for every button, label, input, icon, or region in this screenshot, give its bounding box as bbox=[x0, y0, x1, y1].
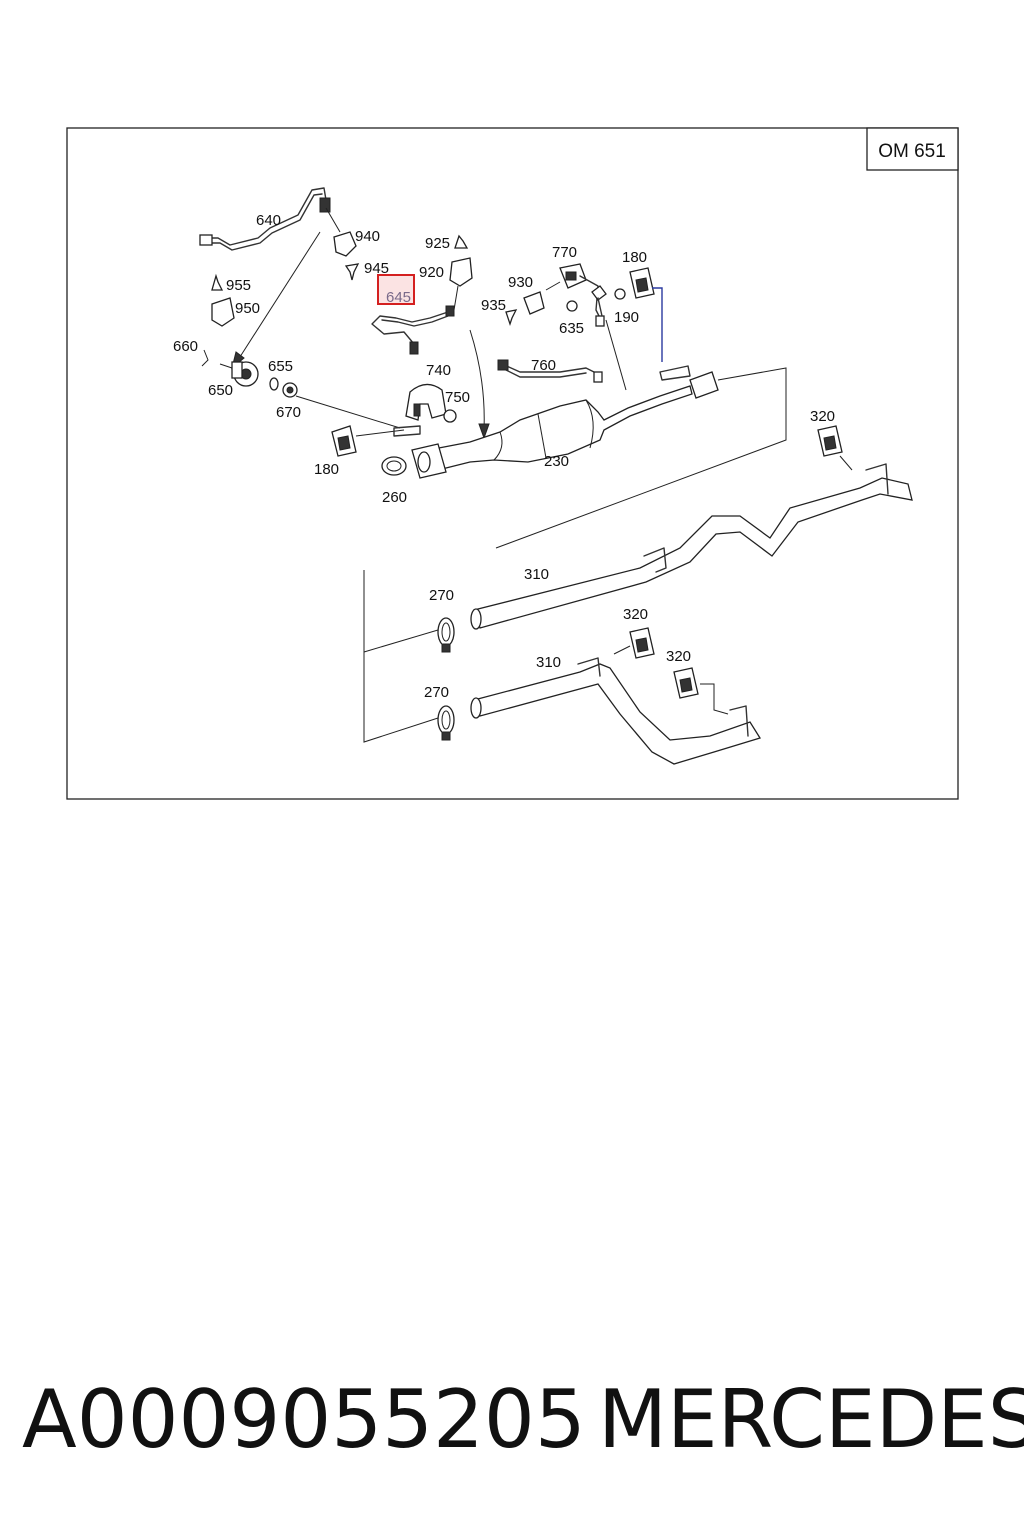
rubber-mount-320-middle bbox=[629, 627, 655, 659]
callout-180-left: 180 bbox=[314, 461, 339, 478]
callout-645: 645 bbox=[386, 289, 411, 306]
engine-label: OM 651 bbox=[878, 141, 946, 162]
callout-190: 190 bbox=[614, 309, 639, 326]
screw-925 bbox=[454, 234, 469, 249]
screw-945 bbox=[344, 263, 360, 281]
ring-655 bbox=[269, 377, 279, 391]
engine-label-box: OM 651 bbox=[866, 127, 959, 171]
clip-660 bbox=[201, 349, 209, 367]
sensor-line-760 bbox=[497, 359, 603, 383]
clamp-270-lower bbox=[437, 705, 455, 741]
callout-760: 760 bbox=[531, 357, 556, 374]
callout-320-right: 320 bbox=[810, 408, 835, 425]
sensor-650 bbox=[219, 361, 259, 387]
bracket-920 bbox=[449, 257, 473, 287]
callout-750: 750 bbox=[445, 389, 470, 406]
clamp-260 bbox=[381, 456, 407, 476]
bracket-740 bbox=[405, 383, 447, 421]
bolt-190 bbox=[591, 285, 626, 317]
highlighted-callout-645[interactable]: 645 bbox=[377, 274, 415, 306]
screw-935 bbox=[505, 309, 518, 327]
sensor-770 bbox=[545, 263, 605, 327]
callout-670: 670 bbox=[276, 404, 301, 421]
callout-650: 650 bbox=[208, 382, 233, 399]
pressure-sensor-940 bbox=[325, 207, 357, 257]
part-number: A0009055205 bbox=[22, 1373, 586, 1466]
rubber-mount-180-left bbox=[331, 425, 357, 457]
sensor-line-645 bbox=[371, 305, 455, 355]
callout-770: 770 bbox=[552, 244, 577, 261]
callout-635: 635 bbox=[559, 320, 584, 337]
callout-270-upper: 270 bbox=[429, 587, 454, 604]
callout-930: 930 bbox=[508, 274, 533, 291]
callout-950: 950 bbox=[235, 300, 260, 317]
screw-955 bbox=[211, 273, 224, 291]
callout-660: 660 bbox=[173, 338, 198, 355]
sensor-line-640 bbox=[199, 187, 331, 251]
callout-940: 940 bbox=[355, 228, 380, 245]
tailpipe-310-upper bbox=[470, 463, 913, 630]
bracket-950 bbox=[211, 297, 235, 327]
brand-name: MERCEDES bbox=[598, 1373, 1024, 1466]
nut-750 bbox=[443, 409, 457, 423]
callout-320-middle: 320 bbox=[623, 606, 648, 623]
rubber-mount-320-lower bbox=[673, 667, 699, 699]
dpf-assembly-230 bbox=[411, 365, 719, 479]
callout-920: 920 bbox=[419, 264, 444, 281]
callout-180-top: 180 bbox=[622, 249, 647, 266]
clamp-270-upper bbox=[437, 617, 455, 653]
tailpipe-310-lower bbox=[470, 657, 762, 765]
callout-310-lower: 310 bbox=[536, 654, 561, 671]
callout-310-upper: 310 bbox=[524, 566, 549, 583]
callout-945: 945 bbox=[364, 260, 389, 277]
rubber-mount-180-right bbox=[629, 267, 655, 299]
callout-640: 640 bbox=[256, 212, 281, 229]
diagram-frame bbox=[66, 127, 959, 800]
callout-955: 955 bbox=[226, 277, 251, 294]
callout-270-lower: 270 bbox=[424, 684, 449, 701]
callout-740: 740 bbox=[426, 362, 451, 379]
ring-635 bbox=[566, 300, 578, 312]
callout-320-lower: 320 bbox=[666, 648, 691, 665]
callout-935: 935 bbox=[481, 297, 506, 314]
rubber-mount-320-right bbox=[817, 425, 843, 457]
callout-655: 655 bbox=[268, 358, 293, 375]
callout-925: 925 bbox=[425, 235, 450, 252]
callout-260: 260 bbox=[382, 489, 407, 506]
callout-230: 230 bbox=[544, 453, 569, 470]
bracket-930 bbox=[523, 291, 545, 315]
